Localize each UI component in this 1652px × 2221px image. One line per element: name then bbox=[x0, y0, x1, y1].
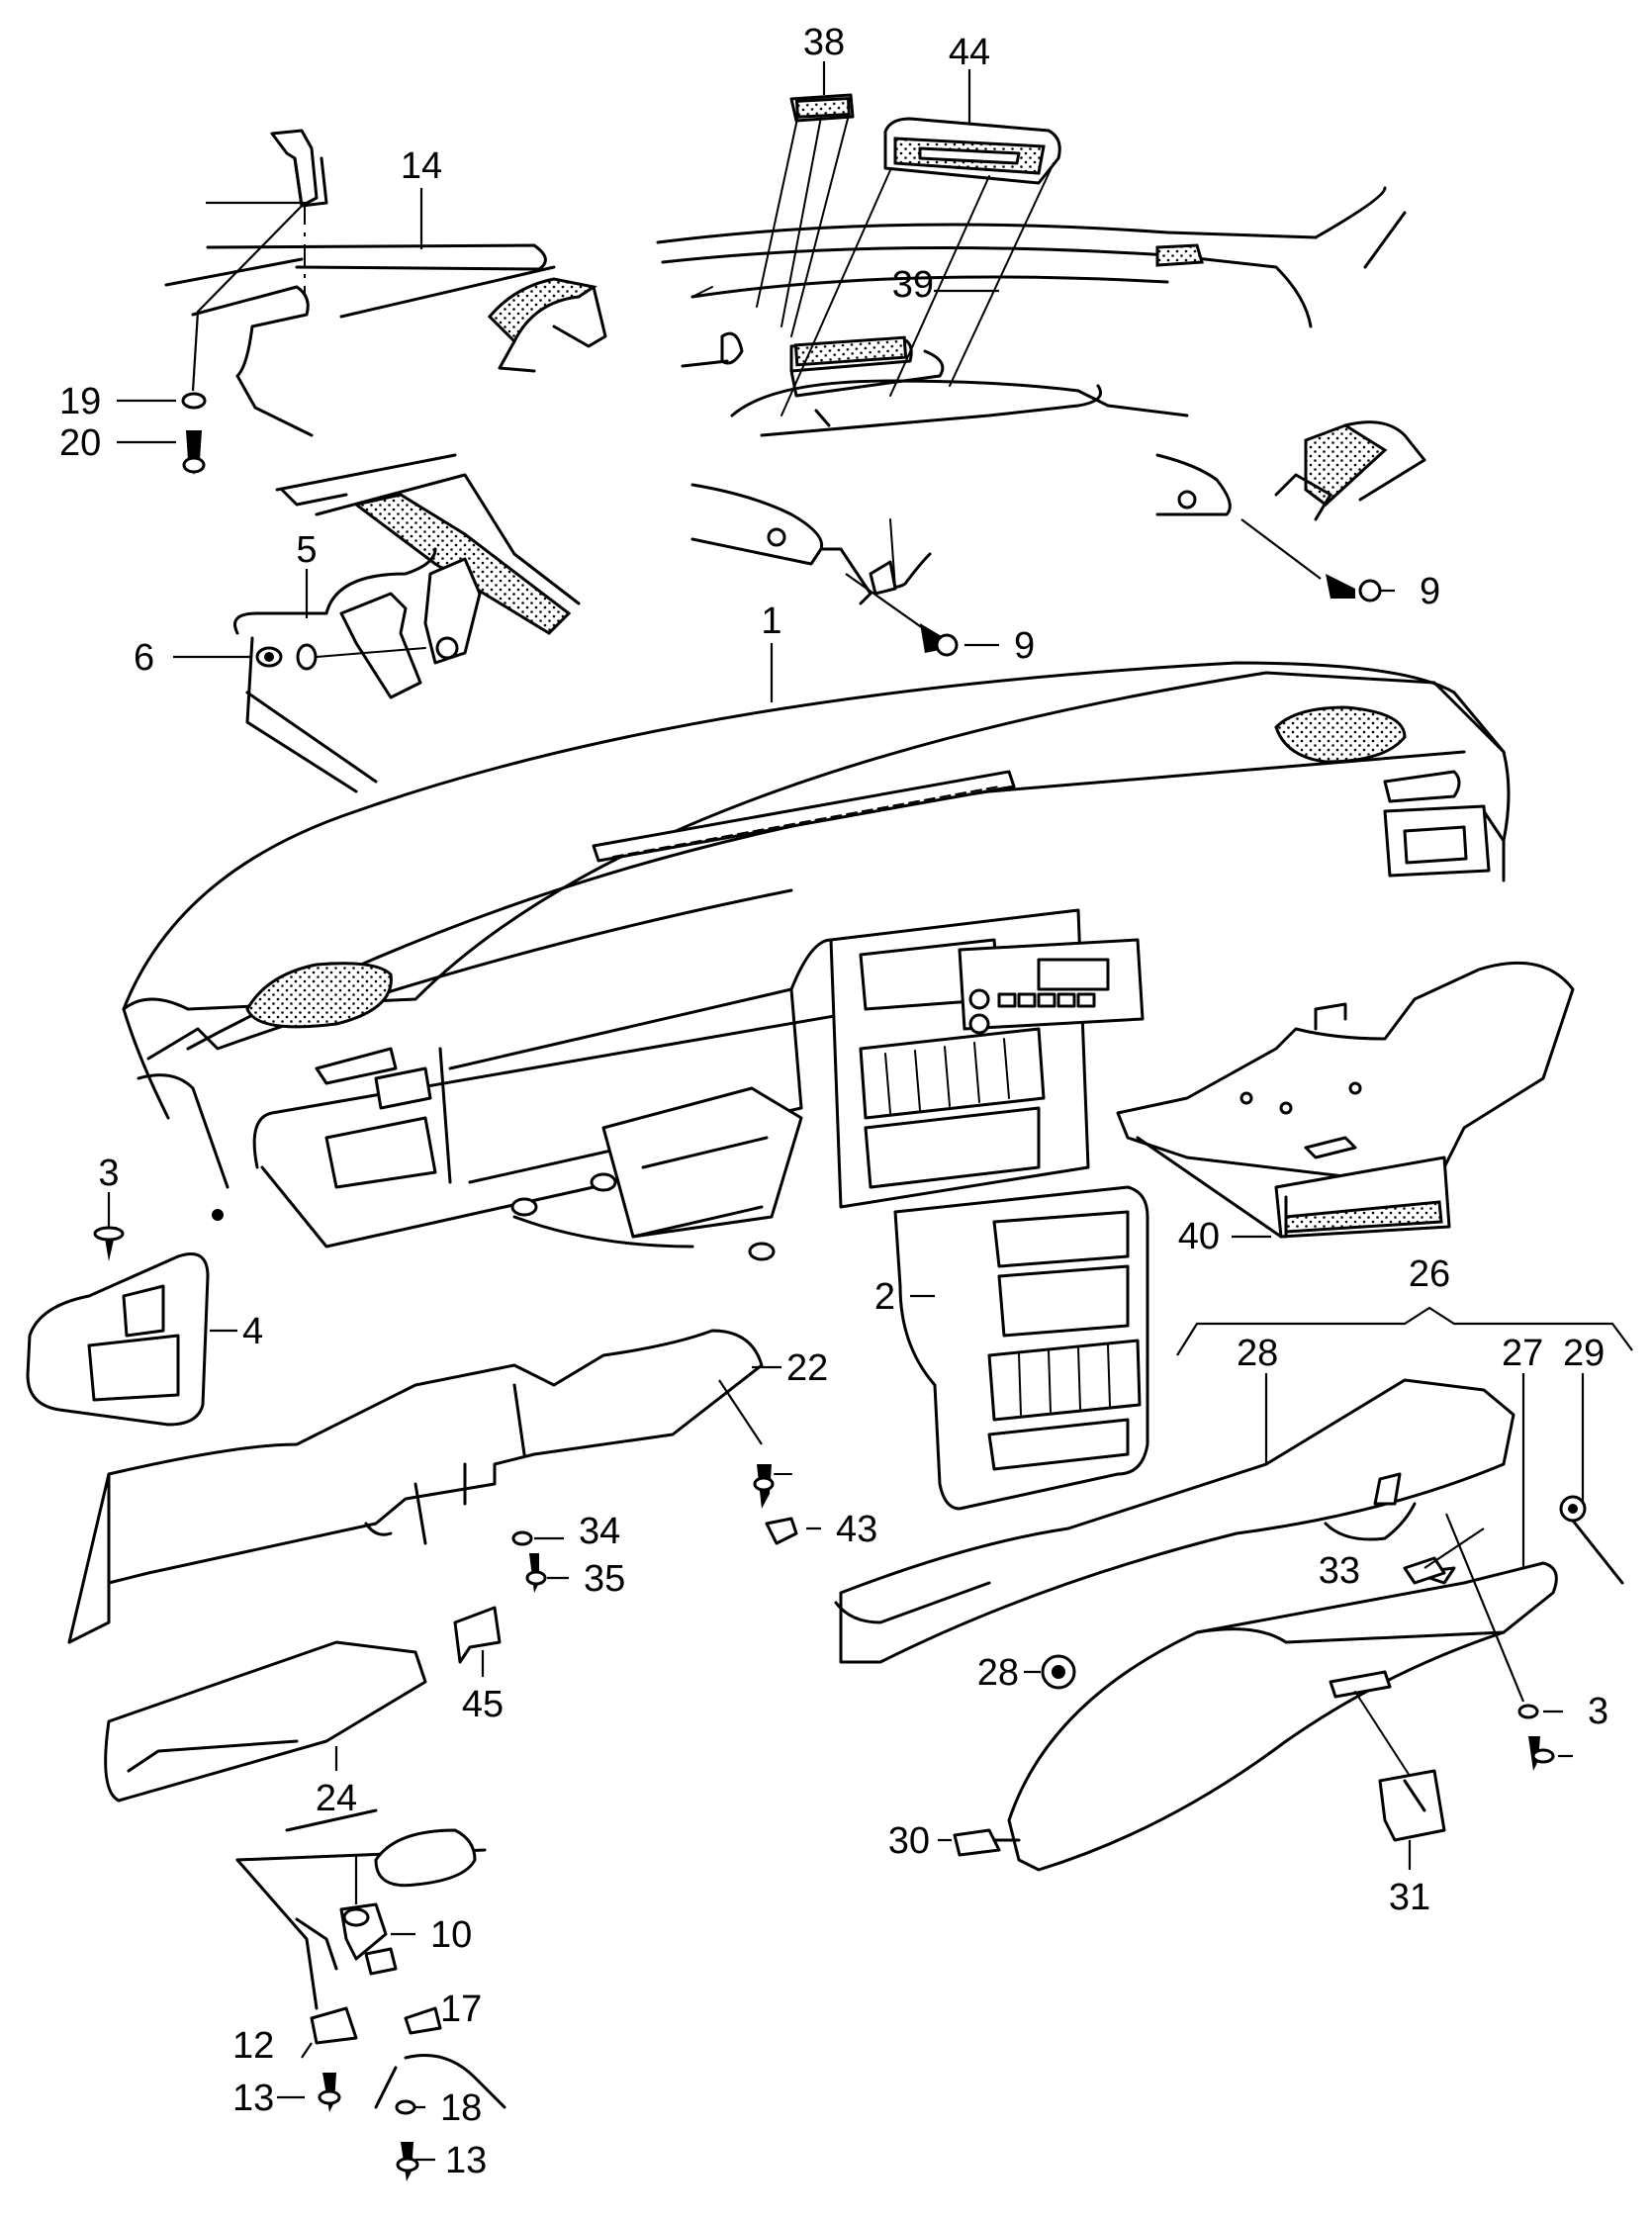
mount-bracket-9-left bbox=[690, 483, 999, 657]
radio-buttons bbox=[968, 988, 1096, 1035]
callout-1: 1 bbox=[761, 601, 781, 642]
callout-28-top: 28 bbox=[1237, 1333, 1278, 1374]
callout-27: 27 bbox=[1502, 1333, 1543, 1374]
callout-28-bottom: 28 bbox=[977, 1652, 1019, 1694]
callout-3-left: 3 bbox=[98, 1153, 119, 1194]
callout-30: 30 bbox=[888, 1820, 930, 1862]
callout-9-right: 9 bbox=[1420, 571, 1440, 612]
mount-bracket-9-right bbox=[1155, 420, 1426, 602]
side-bracket-5-6-assembly bbox=[173, 453, 581, 793]
callout-43: 43 bbox=[836, 1509, 877, 1550]
callout-17: 17 bbox=[440, 1989, 482, 2030]
under-tray-40 bbox=[1116, 961, 1575, 1239]
callout-19: 19 bbox=[59, 381, 101, 422]
callout-31: 31 bbox=[1389, 1877, 1430, 1918]
lower-bracket-10-assembly bbox=[235, 1808, 506, 2181]
trim-panel-14-assembly bbox=[117, 129, 607, 475]
callout-labels: 38 44 14 39 19 20 5 6 9 9 1 3 4 2 40 26 … bbox=[59, 22, 1608, 2181]
lower-trim-22-assembly bbox=[67, 1329, 821, 1677]
callout-9-left: 9 bbox=[1014, 625, 1035, 667]
callout-38: 38 bbox=[803, 22, 845, 63]
callout-10: 10 bbox=[430, 1914, 472, 1956]
callout-39: 39 bbox=[892, 264, 934, 306]
callout-40: 40 bbox=[1178, 1216, 1220, 1257]
side-cover-4 bbox=[26, 1192, 237, 1427]
callout-35: 35 bbox=[584, 1558, 625, 1600]
callout-24: 24 bbox=[316, 1778, 357, 1819]
callout-2: 2 bbox=[874, 1276, 895, 1318]
callout-45: 45 bbox=[462, 1684, 504, 1725]
center-bezel-2 bbox=[893, 1185, 1149, 1511]
callout-6: 6 bbox=[134, 637, 154, 679]
callout-18: 18 bbox=[440, 2087, 482, 2129]
callout-22: 22 bbox=[786, 1347, 828, 1389]
callout-44: 44 bbox=[949, 32, 990, 73]
lower-trim-24 bbox=[104, 1640, 427, 1803]
callout-20: 20 bbox=[59, 422, 101, 464]
callout-4: 4 bbox=[242, 1311, 263, 1352]
glovebox-26-assembly bbox=[834, 1306, 1633, 1872]
defroster-vent-assembly bbox=[656, 61, 1407, 437]
callout-5: 5 bbox=[296, 529, 317, 571]
callout-26: 26 bbox=[1409, 1253, 1450, 1295]
callout-14: 14 bbox=[401, 145, 442, 187]
callout-29: 29 bbox=[1563, 1333, 1605, 1374]
dashboard-panel-1 bbox=[122, 643, 1511, 1261]
callout-13-right: 13 bbox=[445, 2140, 487, 2181]
callout-33: 33 bbox=[1319, 1550, 1360, 1592]
callout-34: 34 bbox=[579, 1511, 620, 1552]
callout-13-left: 13 bbox=[232, 2078, 274, 2119]
callout-12: 12 bbox=[232, 2025, 274, 2067]
callout-3-right: 3 bbox=[1588, 1691, 1608, 1732]
